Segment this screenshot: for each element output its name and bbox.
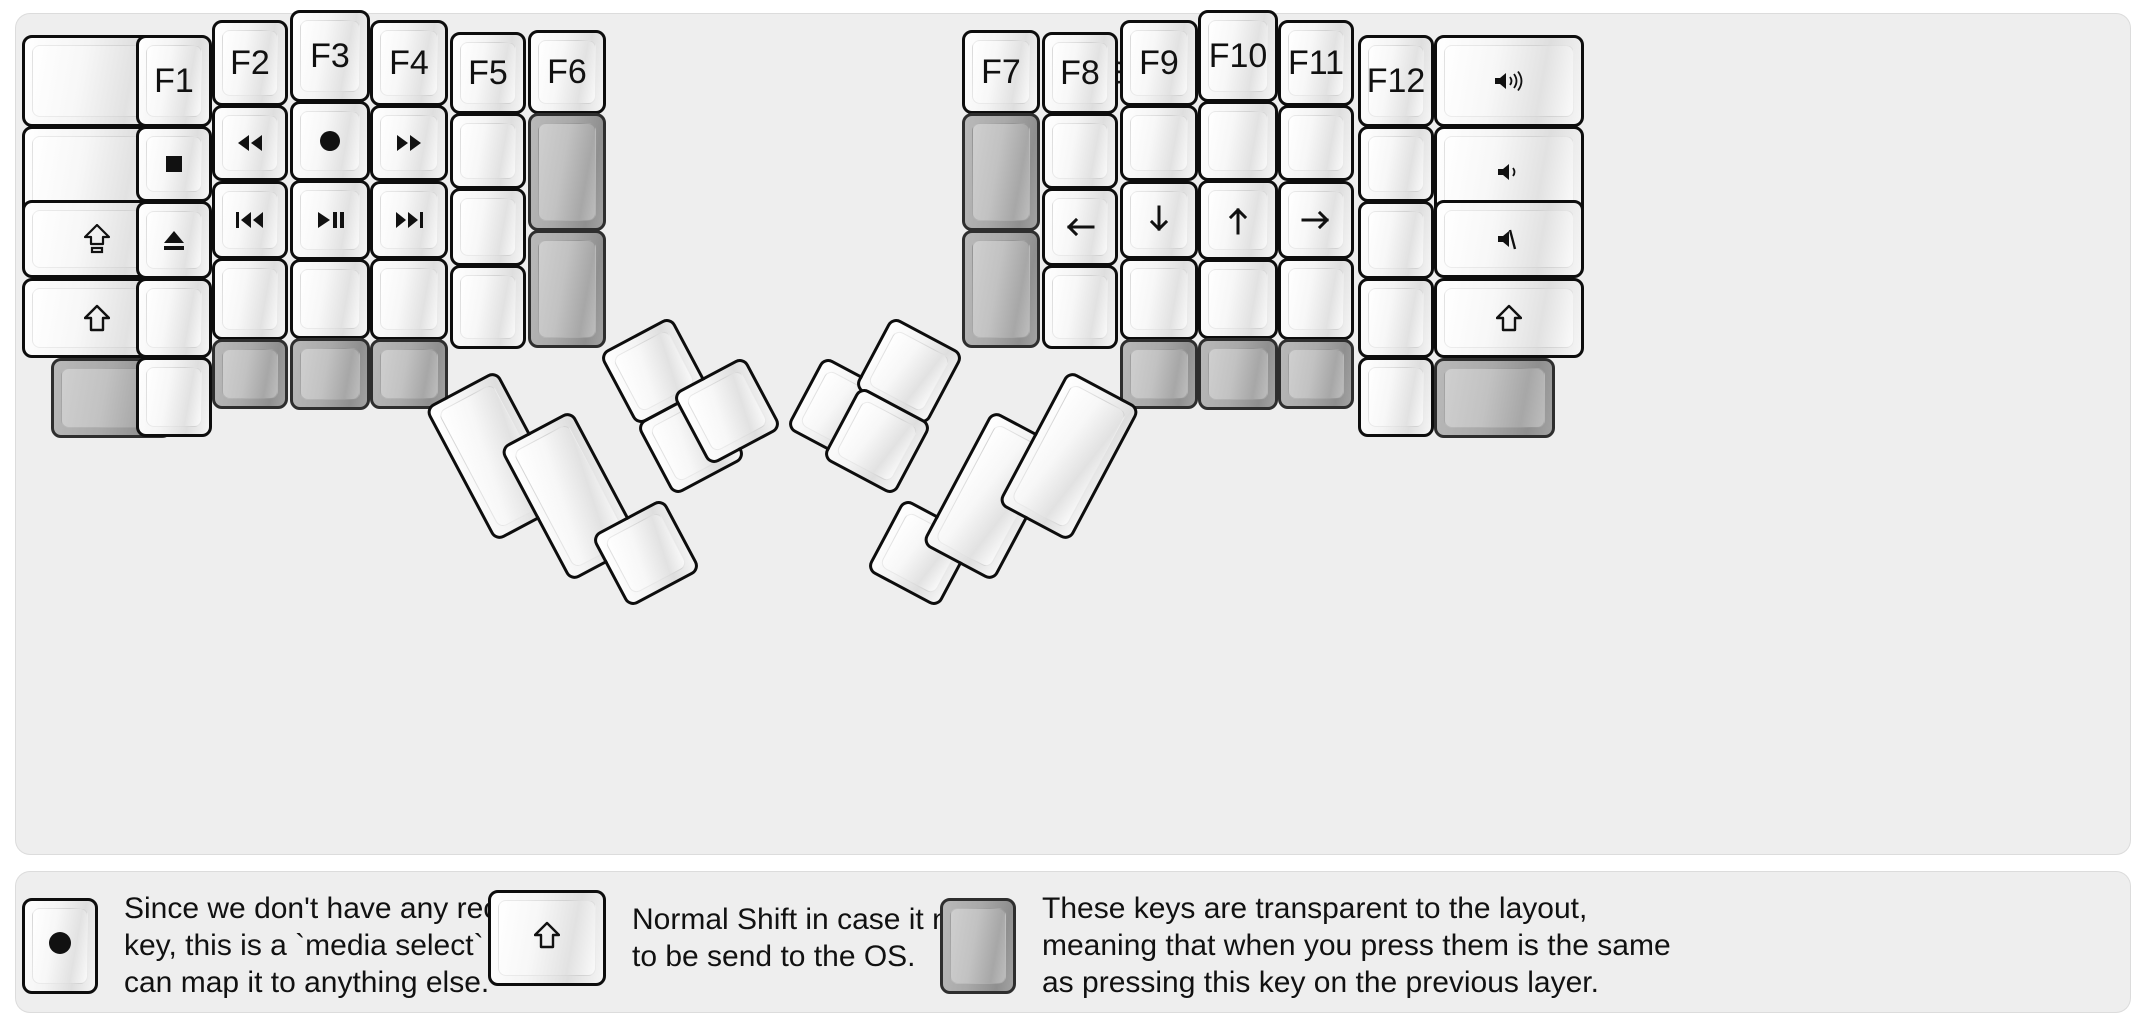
right-col5-key4[interactable] (1358, 357, 1434, 437)
legend-key-transparent (940, 897, 1016, 994)
key-label: F5 (468, 54, 508, 92)
arrow-right-icon (1301, 210, 1331, 230)
media-eject-icon (162, 228, 186, 252)
right-col6-key3-shift[interactable] (1434, 278, 1584, 358)
left-col3-key3[interactable] (290, 259, 370, 339)
media-prev-track-icon (234, 210, 266, 230)
legend-key-record (22, 897, 98, 994)
key-label: F4 (389, 44, 429, 82)
right-col3-key4-transparent[interactable] (1198, 338, 1278, 410)
legend-key-shift (488, 890, 606, 986)
left-col4-key3[interactable] (370, 258, 448, 340)
left-col3-key1-record[interactable] (290, 101, 370, 181)
left-col6-key1-transparent[interactable] (528, 113, 606, 231)
key-label: F2 (230, 44, 270, 82)
right-col6-key0-volume-up[interactable] (1434, 35, 1584, 127)
right-col4-key3[interactable] (1278, 258, 1354, 340)
left-col2-key4-transparent[interactable] (212, 339, 288, 409)
media-play-pause-icon (315, 210, 345, 230)
key-label: F9 (1139, 44, 1179, 82)
media-record-icon (318, 129, 342, 153)
left-col4-key2-next-track[interactable] (370, 181, 448, 259)
right-col5-key3[interactable] (1358, 278, 1434, 358)
left-col2-key2-prev-track[interactable] (212, 181, 288, 259)
right-col1-key0-f8[interactable]: F8 (1042, 32, 1118, 114)
key-label: F12 (1366, 62, 1426, 100)
volume-up-icon (1492, 69, 1526, 93)
arrow-left-icon (1065, 217, 1095, 237)
media-fast-forward-icon (394, 133, 424, 153)
legend-panel (16, 872, 2130, 1012)
left-col6-key2-transparent[interactable] (528, 230, 606, 348)
right-col1-key2-arrow-left[interactable] (1042, 188, 1118, 266)
right-col3-key0-f10[interactable]: F10 (1198, 10, 1278, 102)
right-col4-key4-transparent[interactable] (1278, 339, 1354, 409)
left-col4-key1-fast-forward[interactable] (370, 105, 448, 181)
record-dot-icon (47, 930, 73, 962)
arrow-down-icon (1149, 205, 1169, 235)
legend-item-shift: Normal Shift in case it needs to be send… (488, 890, 1014, 986)
key-label: F10 (1208, 37, 1268, 75)
right-col6-key4-transparent[interactable] (1434, 358, 1555, 438)
right-col3-key1[interactable] (1198, 101, 1278, 181)
arrow-up-icon (1228, 205, 1248, 235)
left-col3-key0-f3[interactable]: F3 (290, 10, 370, 102)
caps-lock-icon (84, 224, 110, 254)
right-col2-key3[interactable] (1120, 258, 1198, 340)
key-label: F11 (1287, 44, 1345, 82)
left-col3-key2-play-pause[interactable] (290, 180, 370, 260)
shift-arrow-icon (84, 304, 110, 332)
left-col4-key4-transparent[interactable] (370, 339, 448, 409)
key-label: F8 (1060, 54, 1100, 92)
media-stop-icon (163, 153, 185, 175)
volume-mute-icon (1495, 227, 1523, 251)
media-rewind-icon (235, 133, 265, 153)
right-col4-key0-f11[interactable]: F11 (1278, 20, 1354, 106)
key-label: F1 (154, 62, 194, 100)
right-col6-key2-volume-mute[interactable] (1434, 200, 1584, 278)
right-col2-key1[interactable] (1120, 105, 1198, 181)
legend-item-record: Since we don't have any recording key, t… (22, 890, 590, 1002)
right-col2-key2-arrow-down[interactable] (1120, 181, 1198, 259)
volume-down-icon (1495, 160, 1523, 184)
right-col1-key1[interactable] (1042, 113, 1118, 189)
left-col3-key4-transparent[interactable] (290, 338, 370, 410)
media-next-track-icon (393, 210, 425, 230)
key-label: F6 (547, 53, 587, 91)
left-col5-key2[interactable] (450, 188, 526, 266)
right-col2-key0-f9[interactable]: F9 (1120, 20, 1198, 106)
left-col6-key0-f6[interactable]: F6 (528, 30, 606, 114)
right-col0-key0-f7[interactable]: F7 (962, 30, 1040, 114)
left-col1-key3[interactable] (136, 278, 212, 358)
right-col5-key0-f12[interactable]: F12 (1358, 35, 1434, 127)
left-col5-key1[interactable] (450, 113, 526, 189)
left-col4-key0-f4[interactable]: F4 (370, 20, 448, 106)
left-col2-key0-f2[interactable]: F2 (212, 20, 288, 106)
left-col2-key1-rewind[interactable] (212, 105, 288, 181)
right-col3-key3[interactable] (1198, 259, 1278, 339)
right-col4-key1[interactable] (1278, 105, 1354, 181)
right-col5-key2[interactable] (1358, 201, 1434, 279)
legend-text-transparent: These keys are transparent to the layout… (1042, 892, 1671, 1000)
left-col5-key3[interactable] (450, 265, 526, 349)
shift-arrow-icon (1496, 304, 1522, 332)
left-col1-key0-f1[interactable]: F1 (136, 35, 212, 127)
key-label: F7 (981, 53, 1021, 91)
left-col1-key2-media-eject[interactable] (136, 201, 212, 279)
right-col4-key2-arrow-right[interactable] (1278, 181, 1354, 259)
left-col2-key3[interactable] (212, 258, 288, 340)
right-col2-key4-transparent[interactable] (1120, 339, 1198, 409)
right-col5-key1[interactable] (1358, 126, 1434, 202)
right-col3-key2-arrow-up[interactable] (1198, 180, 1278, 260)
left-col5-key0-f5[interactable]: F5 (450, 32, 526, 114)
shift-arrow-icon (533, 921, 561, 955)
legend-text-record: Since we don't have any recording key, t… (124, 892, 590, 1000)
legend-item-transparent: These keys are transparent to the layout… (940, 890, 1671, 1002)
right-col0-key1-transparent[interactable] (962, 113, 1040, 231)
key-label: F3 (310, 37, 350, 75)
right-col0-key2-transparent[interactable] (962, 230, 1040, 348)
right-col1-key3[interactable] (1042, 265, 1118, 349)
left-col1-key1-media-stop[interactable] (136, 126, 212, 202)
left-col1-key4[interactable] (136, 357, 212, 437)
